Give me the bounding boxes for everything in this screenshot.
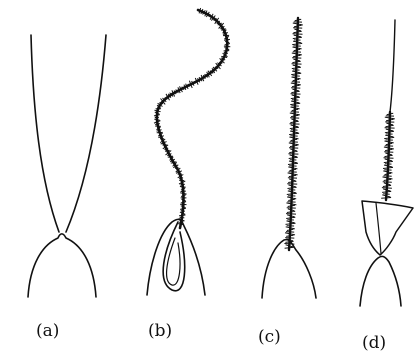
panel-a-tip [28, 234, 96, 297]
panel-d-tip [360, 256, 401, 306]
panel-b-label: (b) [148, 321, 172, 341]
c-fiber-core-fuzz [284, 19, 302, 248]
panel-a-left-fiber [31, 35, 59, 232]
panel-b-wavy-fiber [157, 10, 227, 228]
panel-c-label: (c) [258, 327, 281, 347]
panel-d-funnel [362, 201, 413, 255]
panel-a: (a) [28, 35, 106, 341]
panel-b: (b) [147, 10, 227, 341]
fiber-fuzz-texture [154, 8, 395, 248]
panel-a-right-fiber [66, 35, 106, 232]
panel-a-label: (a) [36, 321, 59, 341]
panel-d-label: (d) [362, 333, 386, 353]
b-fiber-core-fuzz [154, 8, 230, 225]
panel-c: (c) [258, 18, 316, 347]
panel-b-loop [163, 222, 185, 291]
d-fiber-core-fuzz [381, 113, 395, 198]
panel-d-funnel-inner [376, 203, 381, 254]
panel-d-top-fiber [390, 20, 395, 112]
